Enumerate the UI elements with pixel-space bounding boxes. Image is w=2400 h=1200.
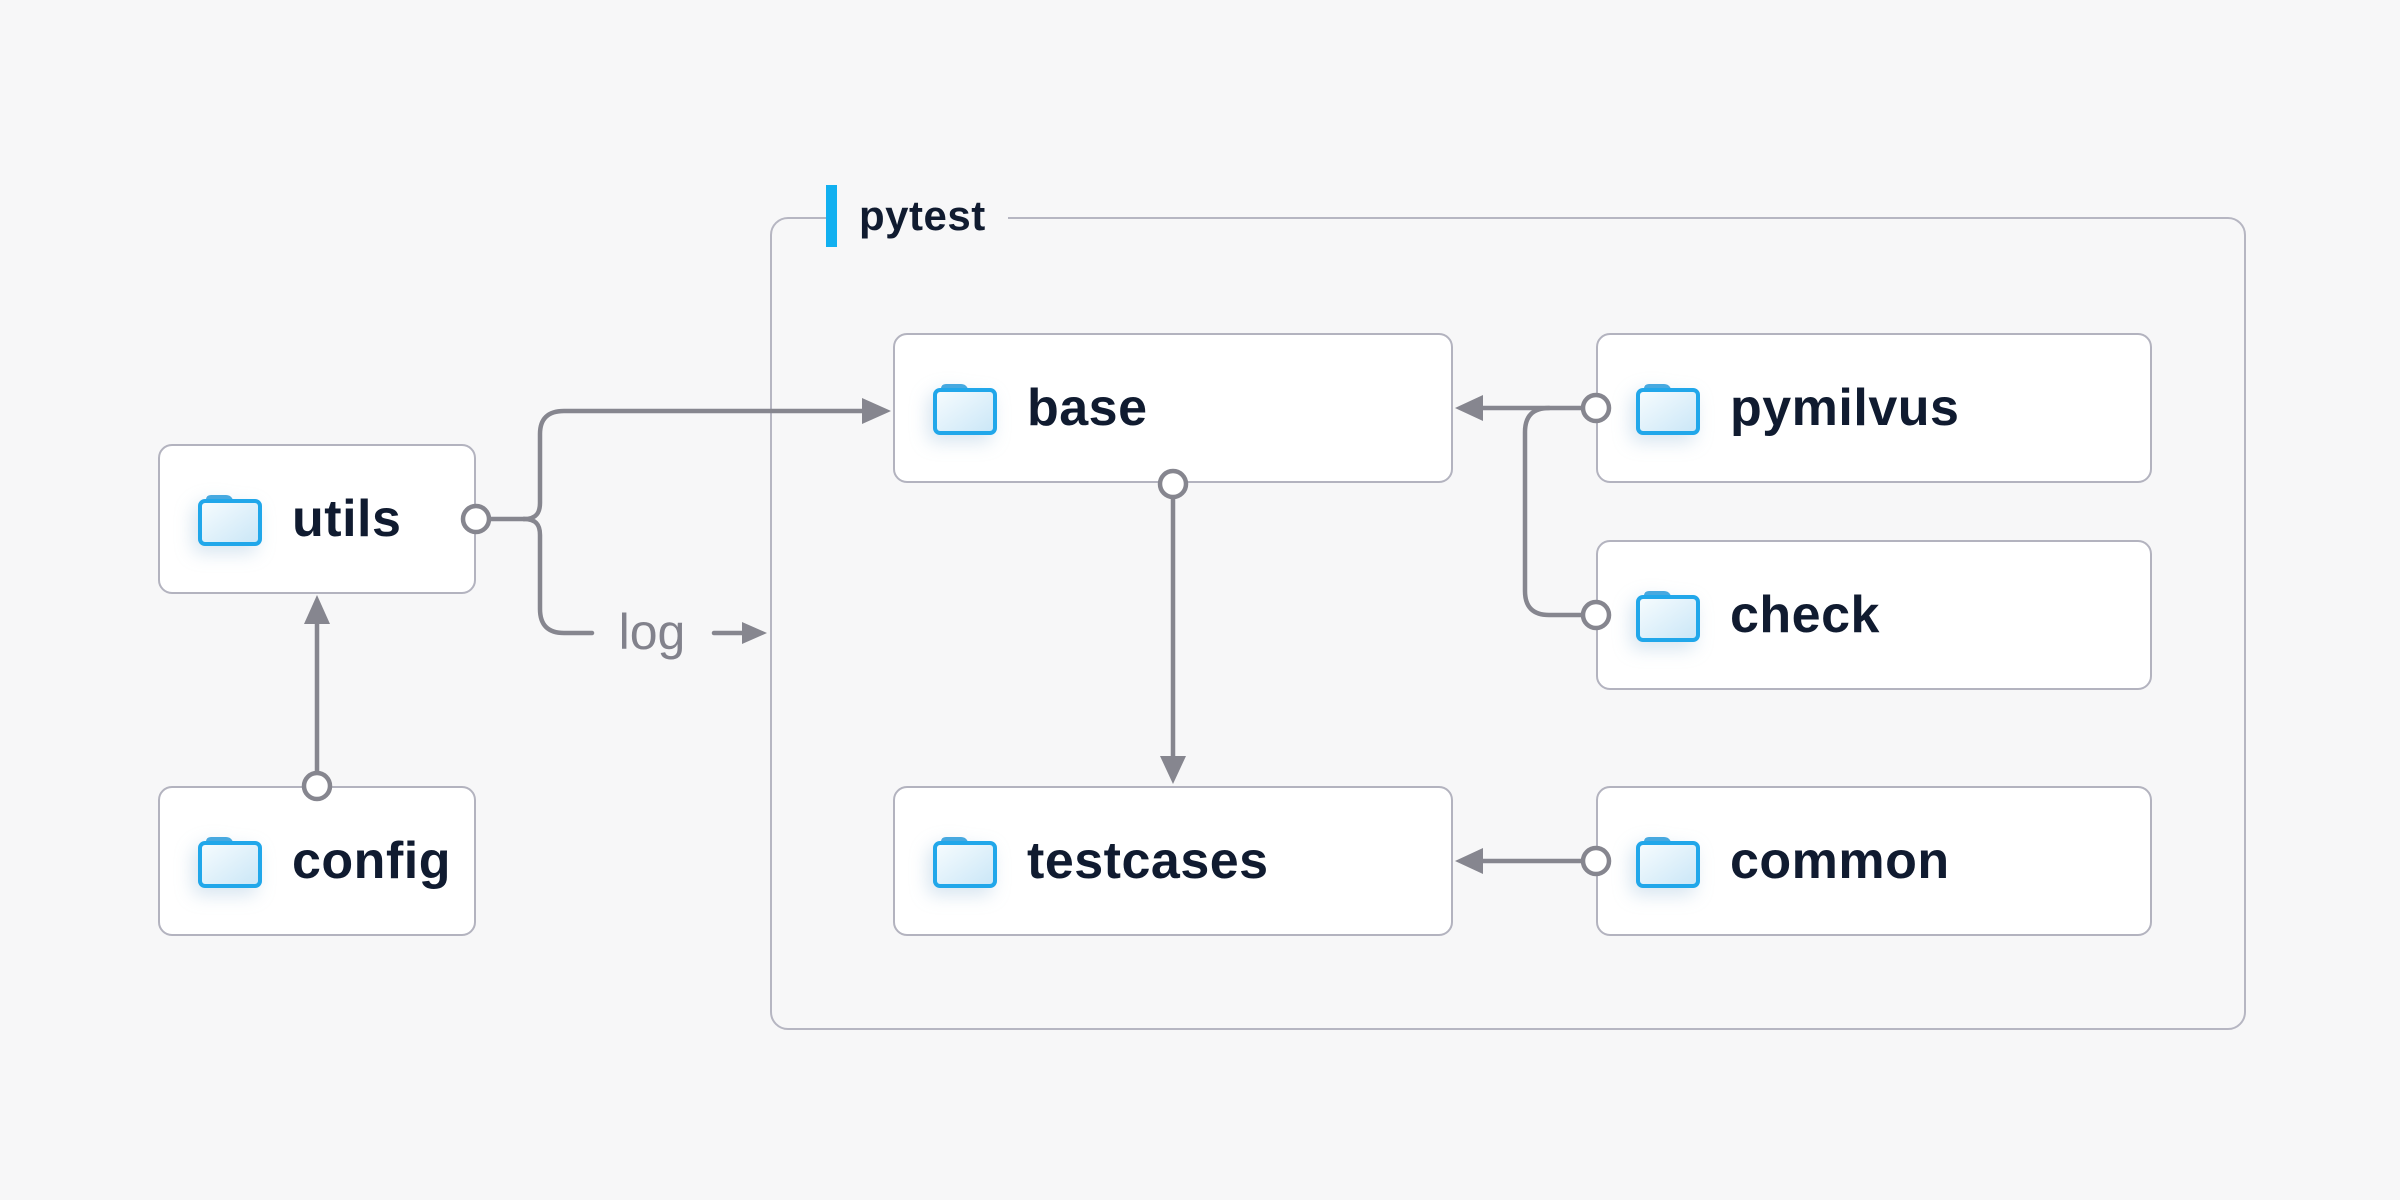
edge-config-utils xyxy=(301,595,333,802)
pytest-label-accent-bar xyxy=(826,185,837,247)
edge-label-log: log xyxy=(618,604,686,660)
node-common: common xyxy=(1596,786,2152,936)
folder-icon xyxy=(1636,834,1700,888)
pytest-group-container xyxy=(770,217,2246,1030)
node-base: base xyxy=(893,333,1453,483)
node-label: config xyxy=(292,832,451,890)
node-config: config xyxy=(158,786,476,936)
folder-icon xyxy=(933,834,997,888)
pytest-group-label: pytest xyxy=(826,184,1008,248)
node-check: check xyxy=(1596,540,2152,690)
folder-icon xyxy=(1636,588,1700,642)
folder-icon xyxy=(198,834,262,888)
node-label: utils xyxy=(292,490,402,548)
node-testcases: testcases xyxy=(893,786,1453,936)
node-label: common xyxy=(1730,832,1950,890)
node-utils: utils xyxy=(158,444,476,594)
folder-icon xyxy=(933,381,997,435)
node-label: testcases xyxy=(1027,832,1269,890)
node-label: base xyxy=(1027,379,1148,437)
node-label: check xyxy=(1730,586,1880,644)
folder-icon xyxy=(198,492,262,546)
pytest-group-title: pytest xyxy=(859,192,986,239)
node-pymilvus: pymilvus xyxy=(1596,333,2152,483)
node-label: pymilvus xyxy=(1730,379,1960,437)
folder-icon xyxy=(1636,381,1700,435)
